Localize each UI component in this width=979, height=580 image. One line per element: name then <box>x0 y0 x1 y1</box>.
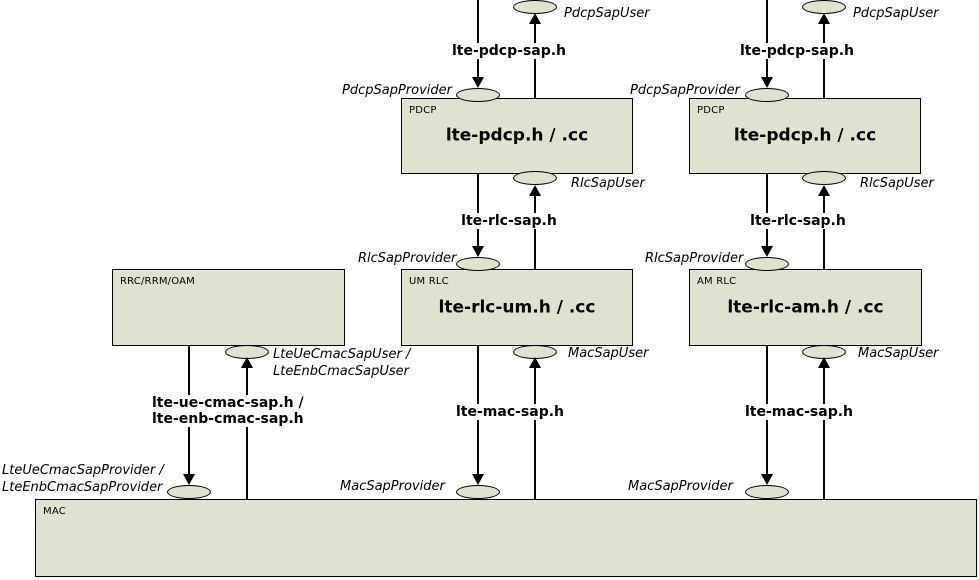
connector-line <box>534 368 536 499</box>
label-cmac-sap-provider-line1: LteUeCmacSapProvider / <box>2 463 164 478</box>
rrc-rrm-oam-box-tag: RRC/RRM/OAM <box>120 276 196 287</box>
sap-ellipse-pdcp-user-2 <box>802 0 846 14</box>
connector-line <box>477 174 479 247</box>
label-lte-pdcp-sap-h-1: lte-pdcp-sap.h <box>448 43 570 59</box>
label-cmac-sap-user: LteUeCmacSapUser / LteEnbCmacSapUser <box>273 346 410 380</box>
label-lte-rlc-sap-h-2: lte-rlc-sap.h <box>747 213 849 229</box>
pdcp-box-2-tag: PDCP <box>697 105 725 116</box>
sap-ellipse-pdcp-provider-1 <box>456 88 500 102</box>
arrowhead-up-icon <box>528 357 541 368</box>
label-mac-sap-user-1: MacSapUser <box>568 346 649 361</box>
connector-line <box>246 368 248 499</box>
label-pdcp-sap-provider-1: PdcpSapProvider <box>342 83 452 98</box>
label-cmac-sap-user-line2: LteEnbCmacSapUser <box>273 364 409 379</box>
um-rlc-box: UM RLC lte-rlc-um.h / .cc <box>401 269 633 346</box>
am-rlc-box: AM RLC lte-rlc-am.h / .cc <box>689 269 922 346</box>
sap-ellipse-rlc-user-1 <box>513 171 557 185</box>
pdcp-box-1: PDCP lte-pdcp.h / .cc <box>401 98 633 174</box>
rrc-rrm-oam-box: RRC/RRM/OAM <box>112 269 345 346</box>
label-rlc-sap-user-2: RlcSapUser <box>860 176 934 191</box>
label-mac-sap-provider-2: MacSapProvider <box>628 479 733 494</box>
label-pdcp-sap-provider-2: PdcpSapProvider <box>630 83 740 98</box>
sap-ellipse-mac-provider-2 <box>745 485 789 499</box>
arrowhead-up-icon <box>817 357 830 368</box>
arrowhead-down-icon <box>471 474 484 485</box>
sap-ellipse-pdcp-provider-2 <box>745 88 789 102</box>
label-rlc-sap-user-1: RlcSapUser <box>571 176 645 191</box>
sap-ellipse-mac-provider-1 <box>456 485 500 499</box>
sap-ellipse-rlc-provider-2 <box>745 257 789 271</box>
pdcp-box-2: PDCP lte-pdcp.h / .cc <box>689 98 921 174</box>
label-lte-mac-sap-h-2: lte-mac-sap.h <box>741 404 857 420</box>
pdcp-box-1-title: lte-pdcp.h / .cc <box>445 125 589 146</box>
label-lte-rlc-sap-h-1: lte-rlc-sap.h <box>458 213 560 229</box>
mac-box-tag: MAC <box>43 506 66 517</box>
label-rlc-sap-provider-2: RlcSapProvider <box>645 251 744 266</box>
label-lte-pdcp-sap-h-2: lte-pdcp-sap.h <box>736 43 858 59</box>
label-cmac-sap-provider-line2: LteEnbCmacSapProvider <box>2 480 163 495</box>
connector-line <box>823 24 825 98</box>
arrowhead-up-icon <box>528 13 541 24</box>
label-pdcp-sap-user-2: PdcpSapUser <box>853 6 939 21</box>
connector-line <box>477 0 479 78</box>
am-rlc-box-tag: AM RLC <box>697 276 737 287</box>
connector-line <box>766 174 768 247</box>
arrowhead-down-icon <box>471 77 484 88</box>
label-rlc-sap-provider-1: RlcSapProvider <box>358 251 457 266</box>
arrowhead-down-icon <box>760 474 773 485</box>
connector-line <box>534 24 536 98</box>
um-rlc-box-title: lte-rlc-um.h / .cc <box>438 297 596 318</box>
am-rlc-box-title: lte-rlc-am.h / .cc <box>727 297 884 318</box>
connector-line <box>766 0 768 78</box>
sap-ellipse-cmac-provider <box>167 485 211 499</box>
label-lte-cmac-sap-h: lte-ue-cmac-sap.h / lte-enb-cmac-sap.h <box>149 395 307 427</box>
arrowhead-down-icon <box>182 474 195 485</box>
label-pdcp-sap-user-1: PdcpSapUser <box>564 6 650 21</box>
label-cmac-sap-provider: LteUeCmacSapProvider / LteEnbCmacSapProv… <box>2 462 164 496</box>
sap-ellipse-pdcp-user-1 <box>513 0 557 14</box>
connector-line <box>823 196 825 269</box>
label-cmac-sap-user-line1: LteUeCmacSapUser / <box>273 347 411 362</box>
arrowhead-up-icon <box>240 357 253 368</box>
um-rlc-box-tag: UM RLC <box>409 276 449 287</box>
label-mac-sap-user-2: MacSapUser <box>858 346 939 361</box>
pdcp-box-1-tag: PDCP <box>409 105 437 116</box>
connector-line <box>823 368 825 499</box>
label-lte-cmac-sap-h-line1: lte-ue-cmac-sap.h / <box>152 395 304 411</box>
sap-ellipse-rlc-user-2 <box>802 171 846 185</box>
connector-line <box>534 196 536 269</box>
label-lte-cmac-sap-h-line2: lte-enb-cmac-sap.h <box>152 411 304 427</box>
arrowhead-up-icon <box>817 185 830 196</box>
mac-box: MAC <box>35 499 977 577</box>
arrowhead-down-icon <box>760 246 773 257</box>
arrowhead-up-icon <box>528 185 541 196</box>
arrowhead-up-icon <box>817 13 830 24</box>
label-lte-mac-sap-h-1: lte-mac-sap.h <box>452 404 568 420</box>
label-mac-sap-provider-1: MacSapProvider <box>340 479 445 494</box>
sap-ellipse-rlc-provider-1 <box>456 257 500 271</box>
pdcp-box-2-title: lte-pdcp.h / .cc <box>733 125 877 146</box>
arrowhead-down-icon <box>760 77 773 88</box>
arrowhead-down-icon <box>471 246 484 257</box>
